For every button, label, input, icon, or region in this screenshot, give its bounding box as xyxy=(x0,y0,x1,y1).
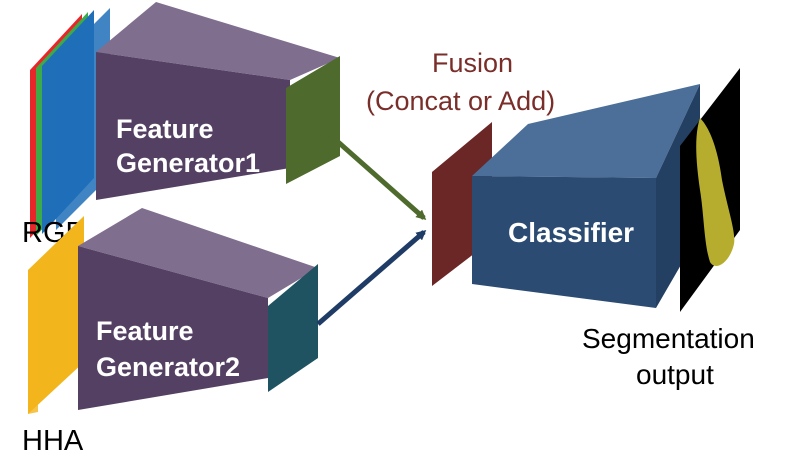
arrow-fm1-to-fusion xyxy=(318,124,427,220)
arrow-fm2-to-fusion xyxy=(316,230,427,326)
segmentation-output xyxy=(680,68,740,312)
segmentation-mask xyxy=(696,118,735,266)
rgb-input-stack xyxy=(30,8,110,238)
fg2-label-line1: Feature xyxy=(96,316,194,346)
hha-front xyxy=(28,216,84,414)
fg1-label-line2: Generator1 xyxy=(116,148,260,178)
fusion-label-line1: Fusion xyxy=(432,48,513,78)
feature-map-1 xyxy=(286,56,340,184)
feature-generator-1 xyxy=(96,2,340,200)
classifier-block xyxy=(472,84,700,308)
hha-input-layer xyxy=(28,216,84,414)
classifier-top-face xyxy=(472,84,700,178)
classifier-label: Classifier xyxy=(508,217,634,248)
feature-generator-2 xyxy=(78,208,318,410)
fg1-label-line1: Feature xyxy=(116,114,214,144)
fg1-front-face xyxy=(96,52,290,200)
segmentation-label-line2: output xyxy=(636,359,714,390)
classifier-front-face xyxy=(472,176,656,308)
fg2-top-face xyxy=(78,208,318,298)
hha-label: HHA xyxy=(22,425,84,457)
hha-edge xyxy=(28,268,38,414)
feature-map-2 xyxy=(268,264,318,392)
segmentation-label-line1: Segmentation xyxy=(582,323,755,354)
fg2-front-face xyxy=(78,246,268,410)
fg1-top-face xyxy=(96,2,340,80)
fusion-label-line2: (Concat or Add) xyxy=(366,86,555,116)
fg2-label-line2: Generator2 xyxy=(96,352,240,382)
